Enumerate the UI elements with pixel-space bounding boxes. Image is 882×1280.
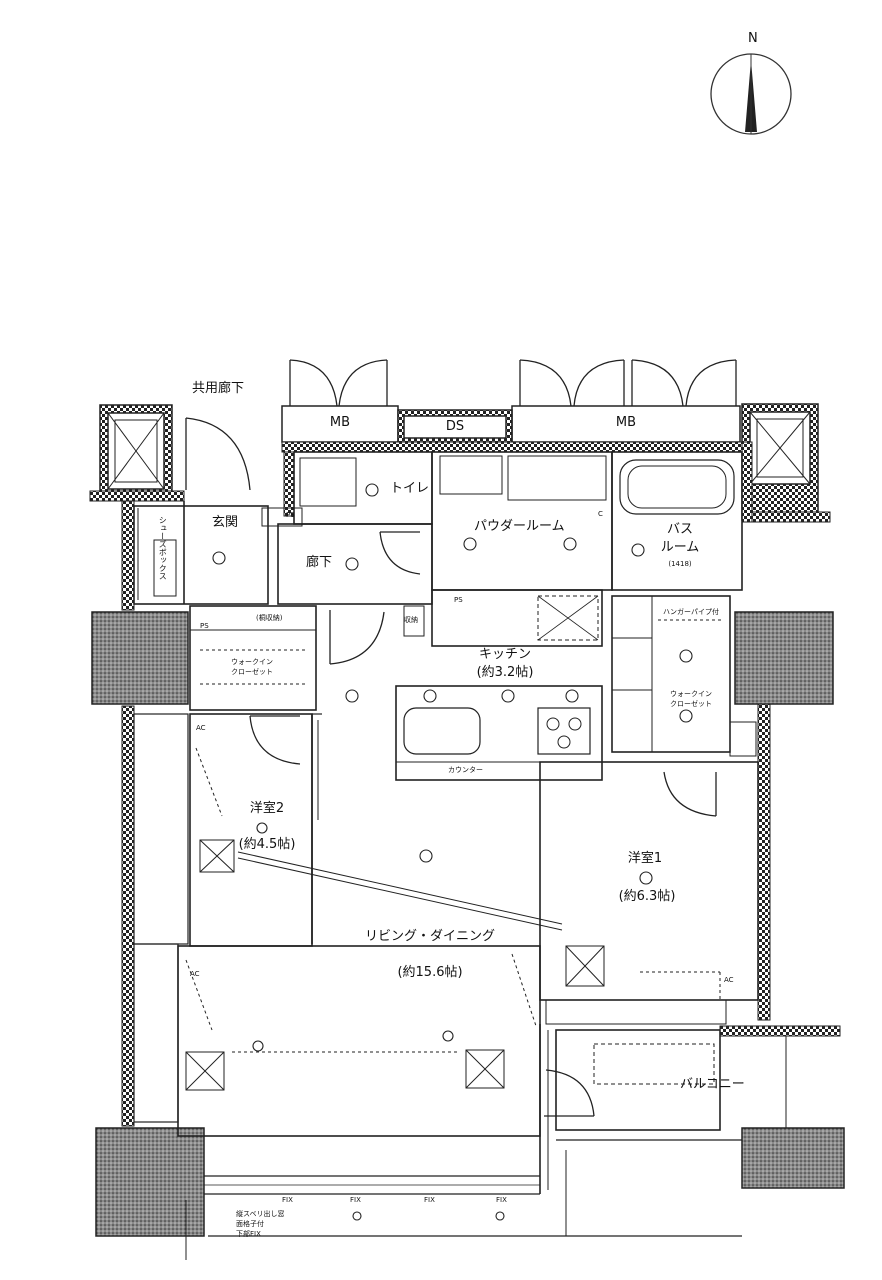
room-bath-size: (1418) bbox=[668, 560, 692, 568]
ac-label-1: AC bbox=[196, 724, 206, 732]
counter-label: カウンター bbox=[448, 766, 483, 774]
room-balcony-label: バルコニー bbox=[680, 1077, 745, 1092]
structural-columns bbox=[91, 611, 845, 1237]
ps-label-1: PS bbox=[286, 511, 295, 519]
sash-note-1: 縦スベリ出し窓 bbox=[236, 1210, 285, 1218]
ac-label-2: AC bbox=[190, 970, 200, 978]
ps-label-2: PS bbox=[200, 622, 209, 630]
room-western2-label: 洋室2 bbox=[249, 801, 285, 816]
shaft-ds-label: DS bbox=[445, 419, 465, 434]
shaft-mb-right-label: MB bbox=[615, 415, 637, 430]
corridor-label: 共用廊下 bbox=[192, 381, 245, 396]
ps-label-3: PS bbox=[454, 596, 463, 604]
shaft-mb-left-label: MB bbox=[329, 415, 351, 430]
ac-label-3: AC bbox=[724, 976, 734, 984]
walkin-right-line1: ウォークイン bbox=[670, 690, 712, 698]
sash-note-2: 面格子付 bbox=[236, 1220, 264, 1228]
room-hallway-label: 廊下 bbox=[306, 555, 333, 570]
walkin-left-line2: クローゼット bbox=[231, 668, 273, 676]
room-kitchen-label: キッチン bbox=[478, 647, 531, 662]
doors bbox=[185, 417, 717, 1117]
shoe-closet-label: シューズボックス bbox=[158, 516, 168, 580]
room-living-size: (約15.6帖) bbox=[397, 965, 463, 980]
room-powder-label: パウダールーム bbox=[474, 519, 565, 534]
corridor-door-swings bbox=[289, 359, 737, 407]
walkin-right-line2: クローゼット bbox=[670, 700, 712, 708]
walkin-left-line1: ウォークイン bbox=[231, 658, 273, 666]
fix-label-4: FIX bbox=[496, 1196, 507, 1204]
room-western2-size: (約4.5帖) bbox=[238, 837, 296, 852]
compass bbox=[710, 53, 792, 135]
fix-label-2: FIX bbox=[350, 1196, 361, 1204]
room-living-label: リビング・ダイニング bbox=[364, 929, 495, 944]
fix-label-3: FIX bbox=[424, 1196, 435, 1204]
interior-walls bbox=[133, 451, 844, 1260]
room-toilet-label: トイレ bbox=[390, 481, 430, 496]
c-label: C bbox=[598, 510, 603, 518]
room-bath-line1: バス bbox=[666, 522, 693, 537]
sash-note-3: 下部FIX bbox=[236, 1230, 261, 1238]
compass-north-label: N bbox=[748, 31, 758, 46]
storage-label: 収納 bbox=[404, 616, 418, 624]
room-western1-label: 洋室1 bbox=[627, 851, 663, 866]
outer-walls bbox=[89, 441, 841, 1127]
shafts bbox=[281, 405, 741, 443]
fix-label-1: FIX bbox=[282, 1196, 293, 1204]
room-kitchen-size: (約3.2帖) bbox=[476, 665, 534, 680]
hanger-pipe-label: ハンガーパイプ付 bbox=[663, 608, 719, 616]
room-western1-size: (約6.3帖) bbox=[618, 889, 676, 904]
room-bath-line2: ルーム bbox=[660, 540, 700, 555]
closet-label: (桐収納) bbox=[256, 614, 283, 622]
ceiling-lights bbox=[212, 483, 693, 1221]
room-entrance-label: 玄関 bbox=[212, 515, 239, 530]
